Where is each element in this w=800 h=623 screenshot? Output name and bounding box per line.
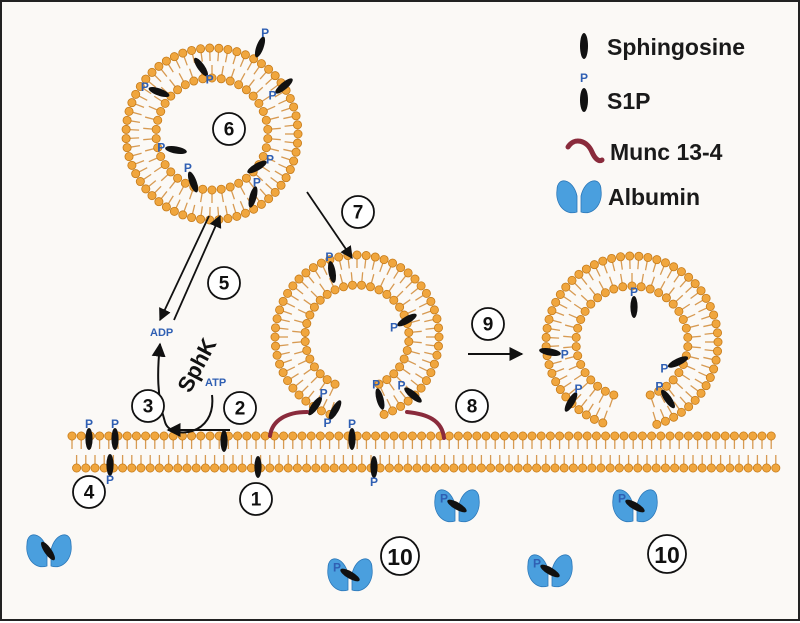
step-marker: 1	[240, 483, 272, 515]
legend-s1p: S1P	[607, 88, 650, 114]
step-number: 8	[467, 397, 478, 418]
phosphate-label: P	[266, 153, 274, 167]
step-number: 10	[654, 542, 680, 568]
step-marker: 10	[381, 537, 419, 575]
phosphate-label: P	[574, 382, 582, 396]
step-number: 10	[387, 544, 413, 570]
sphingosine	[254, 456, 261, 478]
adp-label: ADP	[150, 327, 173, 339]
s1p	[85, 428, 92, 450]
legend-munc: Munc 13-4	[610, 139, 723, 165]
legend-sphingosine-icon	[580, 33, 588, 59]
phosphate-label: P	[660, 361, 668, 375]
s1p	[165, 145, 188, 156]
step-marker: 4	[73, 476, 105, 508]
step-number: 9	[483, 315, 494, 336]
plasma-membrane	[68, 432, 780, 472]
albumin	[557, 181, 602, 213]
legend-s1p-icon: P	[580, 71, 588, 112]
phosphate-label: P	[348, 417, 356, 431]
phosphate-label: P	[372, 378, 380, 392]
s1p	[348, 428, 355, 450]
step-marker: 7	[342, 196, 374, 228]
phosphate-label: P	[206, 72, 214, 86]
phosphate-label: P	[390, 321, 398, 335]
phosphate-label: P	[533, 557, 541, 571]
phosphate-label: P	[655, 380, 663, 394]
sphingosine	[220, 430, 227, 452]
step-number: 7	[353, 203, 364, 224]
s1p	[111, 428, 118, 450]
vesicle-cytoplasmic	[122, 44, 302, 224]
legend-albumin-icon	[557, 181, 602, 213]
phosphate-label: P	[398, 378, 406, 392]
vesicle-docked	[271, 251, 443, 419]
phosphate-label: P	[370, 475, 378, 489]
arrow-5-down	[160, 216, 209, 320]
step-number: 1	[251, 490, 262, 511]
legend-munc-icon	[568, 141, 602, 161]
phosphate-label: P	[323, 416, 331, 430]
phosphate-label: P	[253, 176, 261, 190]
step-number: 3	[143, 397, 154, 418]
step-number: 5	[219, 274, 230, 295]
phosphate-label: P	[618, 492, 626, 506]
step-marker: 10	[648, 535, 686, 573]
step-marker: 3	[132, 390, 164, 422]
step-number: 6	[224, 120, 235, 141]
phosphate-label: P	[630, 285, 638, 299]
phosphate-label: P	[111, 417, 119, 431]
step-number: 2	[235, 399, 246, 420]
phosphate-label: P	[261, 26, 269, 40]
phosphate-label: P	[106, 473, 114, 487]
step-marker: 2	[224, 392, 256, 424]
phosphate-label: P	[141, 80, 149, 94]
phosphate-label: P	[269, 89, 277, 103]
phosphate-label: P	[320, 387, 328, 401]
s1p	[630, 296, 637, 318]
legend: Sphingosine P S1P Munc 13-4 Albumin	[557, 33, 745, 213]
step-marker: 8	[456, 390, 488, 422]
phosphate-label: P	[325, 250, 333, 264]
legend-albumin: Albumin	[608, 184, 700, 210]
phosphate-label: P	[440, 492, 448, 506]
step-marker: 5	[208, 267, 240, 299]
arrow-5-up	[174, 216, 220, 320]
phosphate-label: P	[333, 561, 341, 575]
legend-sphingosine: Sphingosine	[607, 34, 745, 60]
phosphate-label: P	[561, 348, 569, 362]
phosphate-label: P	[184, 161, 192, 175]
phosphate-label: P	[85, 417, 93, 431]
step-marker: 9	[472, 308, 504, 340]
step-marker: 6	[213, 113, 245, 145]
svg-text:P: P	[580, 71, 588, 85]
atp-label: ATP	[205, 377, 226, 389]
step-number: 4	[84, 483, 95, 504]
phosphate-label: P	[157, 140, 165, 154]
